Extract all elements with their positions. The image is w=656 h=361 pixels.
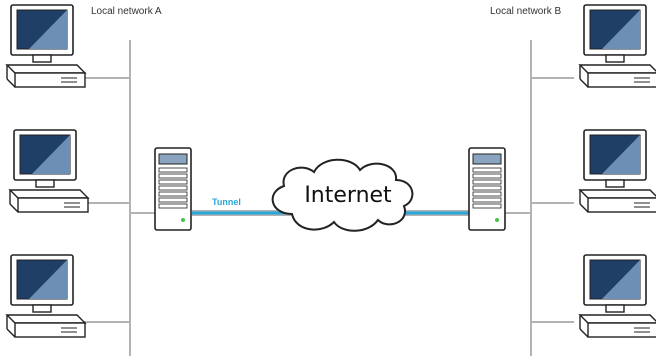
computer-b-3 — [579, 254, 656, 338]
computer-b-2 — [579, 129, 656, 213]
local-network-b-label: Local network B — [490, 6, 562, 17]
internet-label: Internet — [304, 183, 392, 208]
computer-a-1 — [6, 4, 86, 88]
computer-a-3 — [6, 254, 86, 338]
local-network-a-label: Local network A — [91, 6, 162, 17]
internet-cloud — [271, 158, 414, 232]
tunnel-label: Tunnel — [212, 197, 241, 207]
server-a — [154, 147, 192, 231]
server-b — [468, 147, 506, 231]
computer-b-1 — [579, 4, 656, 88]
computer-a-2 — [9, 129, 89, 213]
